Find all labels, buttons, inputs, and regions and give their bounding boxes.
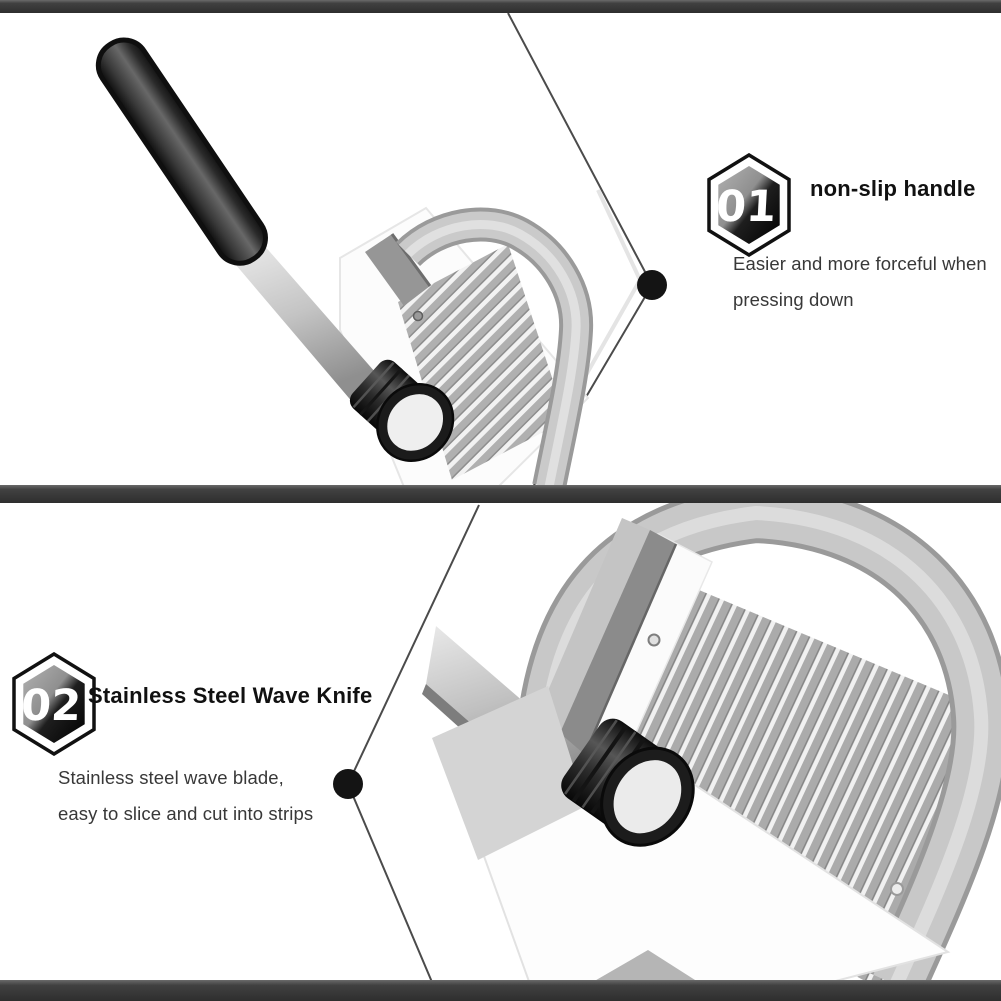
description-line: pressing down — [733, 289, 854, 310]
metal-frame — [395, 207, 594, 485]
section1-photo — [95, 13, 667, 485]
screw — [890, 882, 904, 896]
feature-title-1: non-slip handle — [810, 176, 976, 201]
screw — [647, 633, 661, 647]
callout-2: 02 — [6, 652, 386, 832]
bottom-divider-bar — [0, 980, 1001, 1001]
description-line: Stainless steel wave blade, — [58, 767, 284, 788]
feature-description-2: Stainless steel wave blade, easy to slic… — [58, 760, 313, 832]
description-line: easy to slice and cut into strips — [58, 803, 314, 824]
top-divider-bar — [0, 0, 1001, 13]
middle-divider-bar — [0, 485, 1001, 503]
pivot-plate — [432, 686, 586, 860]
badge-number: 01 — [715, 182, 777, 232]
callout-dot-1 — [637, 270, 667, 300]
clamp-bracket — [532, 518, 678, 757]
badge-number: 02 — [20, 681, 82, 731]
roller-knob — [349, 359, 455, 462]
roller-knob — [561, 718, 695, 847]
callout-dot-2 — [333, 769, 363, 799]
feature-description-1: Easier and more forceful when pressing d… — [733, 246, 987, 318]
screw — [412, 310, 424, 322]
feature-title-2: Stainless Steel Wave Knife — [88, 683, 373, 708]
hexagon-badge-01: 01 — [707, 153, 791, 257]
non-slip-handle — [95, 37, 268, 266]
push-arm — [230, 236, 382, 404]
callout-1: 01 — [701, 153, 1001, 313]
section2-photo — [333, 503, 1001, 980]
hexagon-badge-02: 02 — [12, 652, 96, 756]
description-line: Easier and more forceful when — [733, 253, 987, 274]
